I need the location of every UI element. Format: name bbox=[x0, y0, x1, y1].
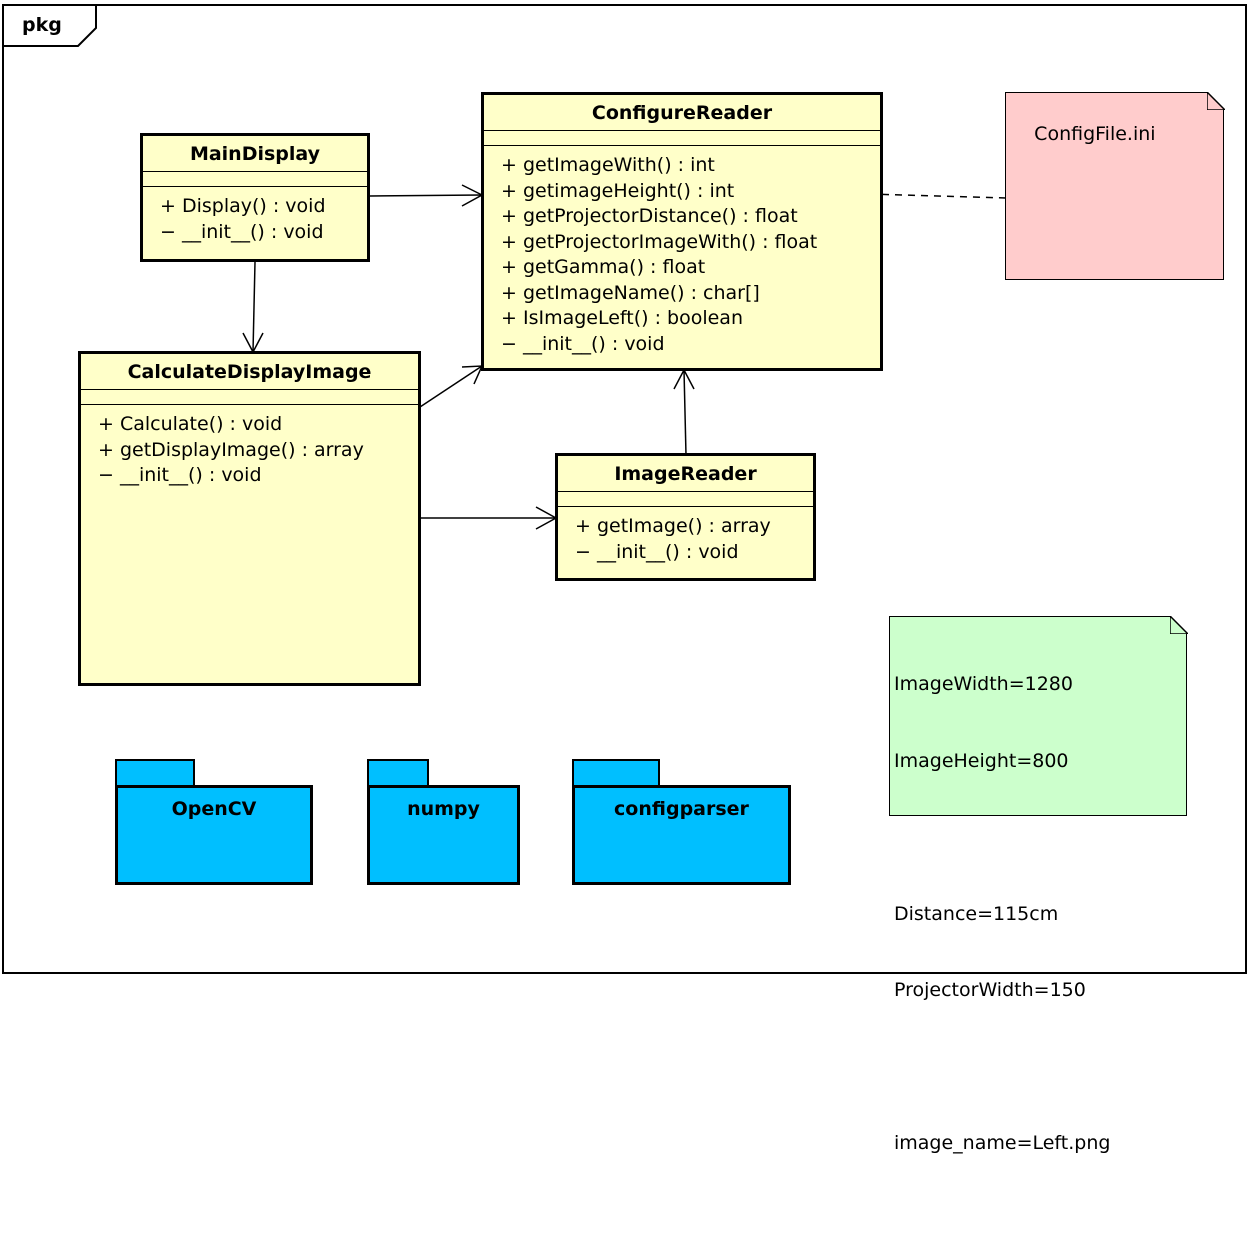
operation: − __init__() : void bbox=[160, 220, 324, 243]
attributes-compartment bbox=[558, 492, 813, 507]
class-name: ImageReader bbox=[558, 456, 813, 492]
operation: + getImage() : array bbox=[575, 515, 771, 537]
operation: + IsImageLeft() : boolean bbox=[501, 307, 743, 329]
class-name: CalculateDisplayImage bbox=[81, 354, 418, 390]
note-line bbox=[894, 1055, 1186, 1081]
uml-package-diagram: pkg ConfigureReader + getImag bbox=[2, 4, 1247, 1154]
note-config-values[interactable]: ImageWidth=1280 ImageHeight=800 Distance… bbox=[889, 615, 1188, 1154]
edge-calculatedisplayimage-configurereader bbox=[419, 365, 483, 408]
class-configurereader[interactable]: ConfigureReader + getImageWith() : int +… bbox=[481, 92, 883, 371]
package-name: OpenCV bbox=[115, 785, 313, 885]
operation: + Calculate() : void bbox=[98, 413, 283, 435]
edge-maindisplay-calculatedisplayimage bbox=[252, 261, 256, 353]
class-calculatedisplayimage[interactable]: CalculateDisplayImage + Calculate() : vo… bbox=[78, 351, 421, 686]
package-name: numpy bbox=[367, 785, 520, 885]
operation: + getimageHeight() : int bbox=[501, 179, 735, 202]
operations-compartment: + Calculate() : void + getDisplayImage()… bbox=[81, 405, 418, 489]
operation: + Display() : void bbox=[160, 195, 326, 217]
note-fold-icon bbox=[1169, 615, 1188, 634]
note-line: ProjectorWidth=150 bbox=[894, 979, 1086, 1001]
package-opencv[interactable]: OpenCV bbox=[115, 759, 313, 885]
operations-compartment: + getImage() : array − __init__() : void bbox=[558, 507, 813, 565]
note-fold-icon bbox=[1206, 91, 1225, 110]
note-line bbox=[894, 825, 1186, 851]
note-line: Distance=115cm bbox=[894, 902, 1059, 925]
package-numpy[interactable]: numpy bbox=[367, 759, 520, 885]
edge-imagereader-configurereader bbox=[683, 369, 687, 456]
note-anchor-line bbox=[868, 193, 1007, 199]
attributes-compartment bbox=[143, 172, 367, 187]
frame-label: pkg bbox=[22, 14, 62, 36]
package-tab bbox=[115, 759, 195, 787]
package-configparser[interactable]: configparser bbox=[572, 759, 791, 885]
attributes-compartment bbox=[81, 390, 418, 405]
package-name: configparser bbox=[572, 785, 791, 885]
note-line: image_name=Left.png bbox=[894, 1132, 1111, 1154]
edge-maindisplay-configurereader bbox=[369, 194, 483, 197]
attributes-compartment bbox=[484, 131, 880, 146]
note-text: ConfigFile.ini bbox=[1034, 122, 1156, 145]
class-maindisplay[interactable]: MainDisplay + Display() : void − __init_… bbox=[140, 133, 370, 262]
operation: + getImageWith() : int bbox=[501, 154, 715, 176]
note-line: ImageWidth=1280 bbox=[894, 673, 1073, 695]
operation: − __init__() : void bbox=[575, 540, 739, 563]
operation: + getDisplayImage() : array bbox=[98, 438, 364, 461]
note-line: ImageHeight=800 bbox=[894, 749, 1069, 772]
operation: − __init__() : void bbox=[501, 332, 665, 355]
package-tab bbox=[572, 759, 660, 787]
frame-tab-shape bbox=[2, 4, 97, 47]
operation: + getGamma() : float bbox=[501, 256, 706, 278]
class-name: MainDisplay bbox=[143, 136, 367, 172]
class-imagereader[interactable]: ImageReader + getImage() : array − __ini… bbox=[555, 453, 816, 581]
operation: + getImageName() : char[] bbox=[501, 281, 760, 304]
package-tab bbox=[367, 759, 429, 787]
operation: + getProjectorImageWith() : float bbox=[501, 230, 818, 253]
operations-compartment: + getImageWith() : int + getimageHeight(… bbox=[484, 146, 880, 357]
note-configfile[interactable]: ConfigFile.ini bbox=[1005, 91, 1225, 280]
class-name: ConfigureReader bbox=[484, 95, 880, 131]
operations-compartment: + Display() : void − __init__() : void bbox=[143, 187, 367, 245]
operation: + getProjectorDistance() : float bbox=[501, 205, 798, 227]
operation: − __init__() : void bbox=[98, 464, 262, 486]
